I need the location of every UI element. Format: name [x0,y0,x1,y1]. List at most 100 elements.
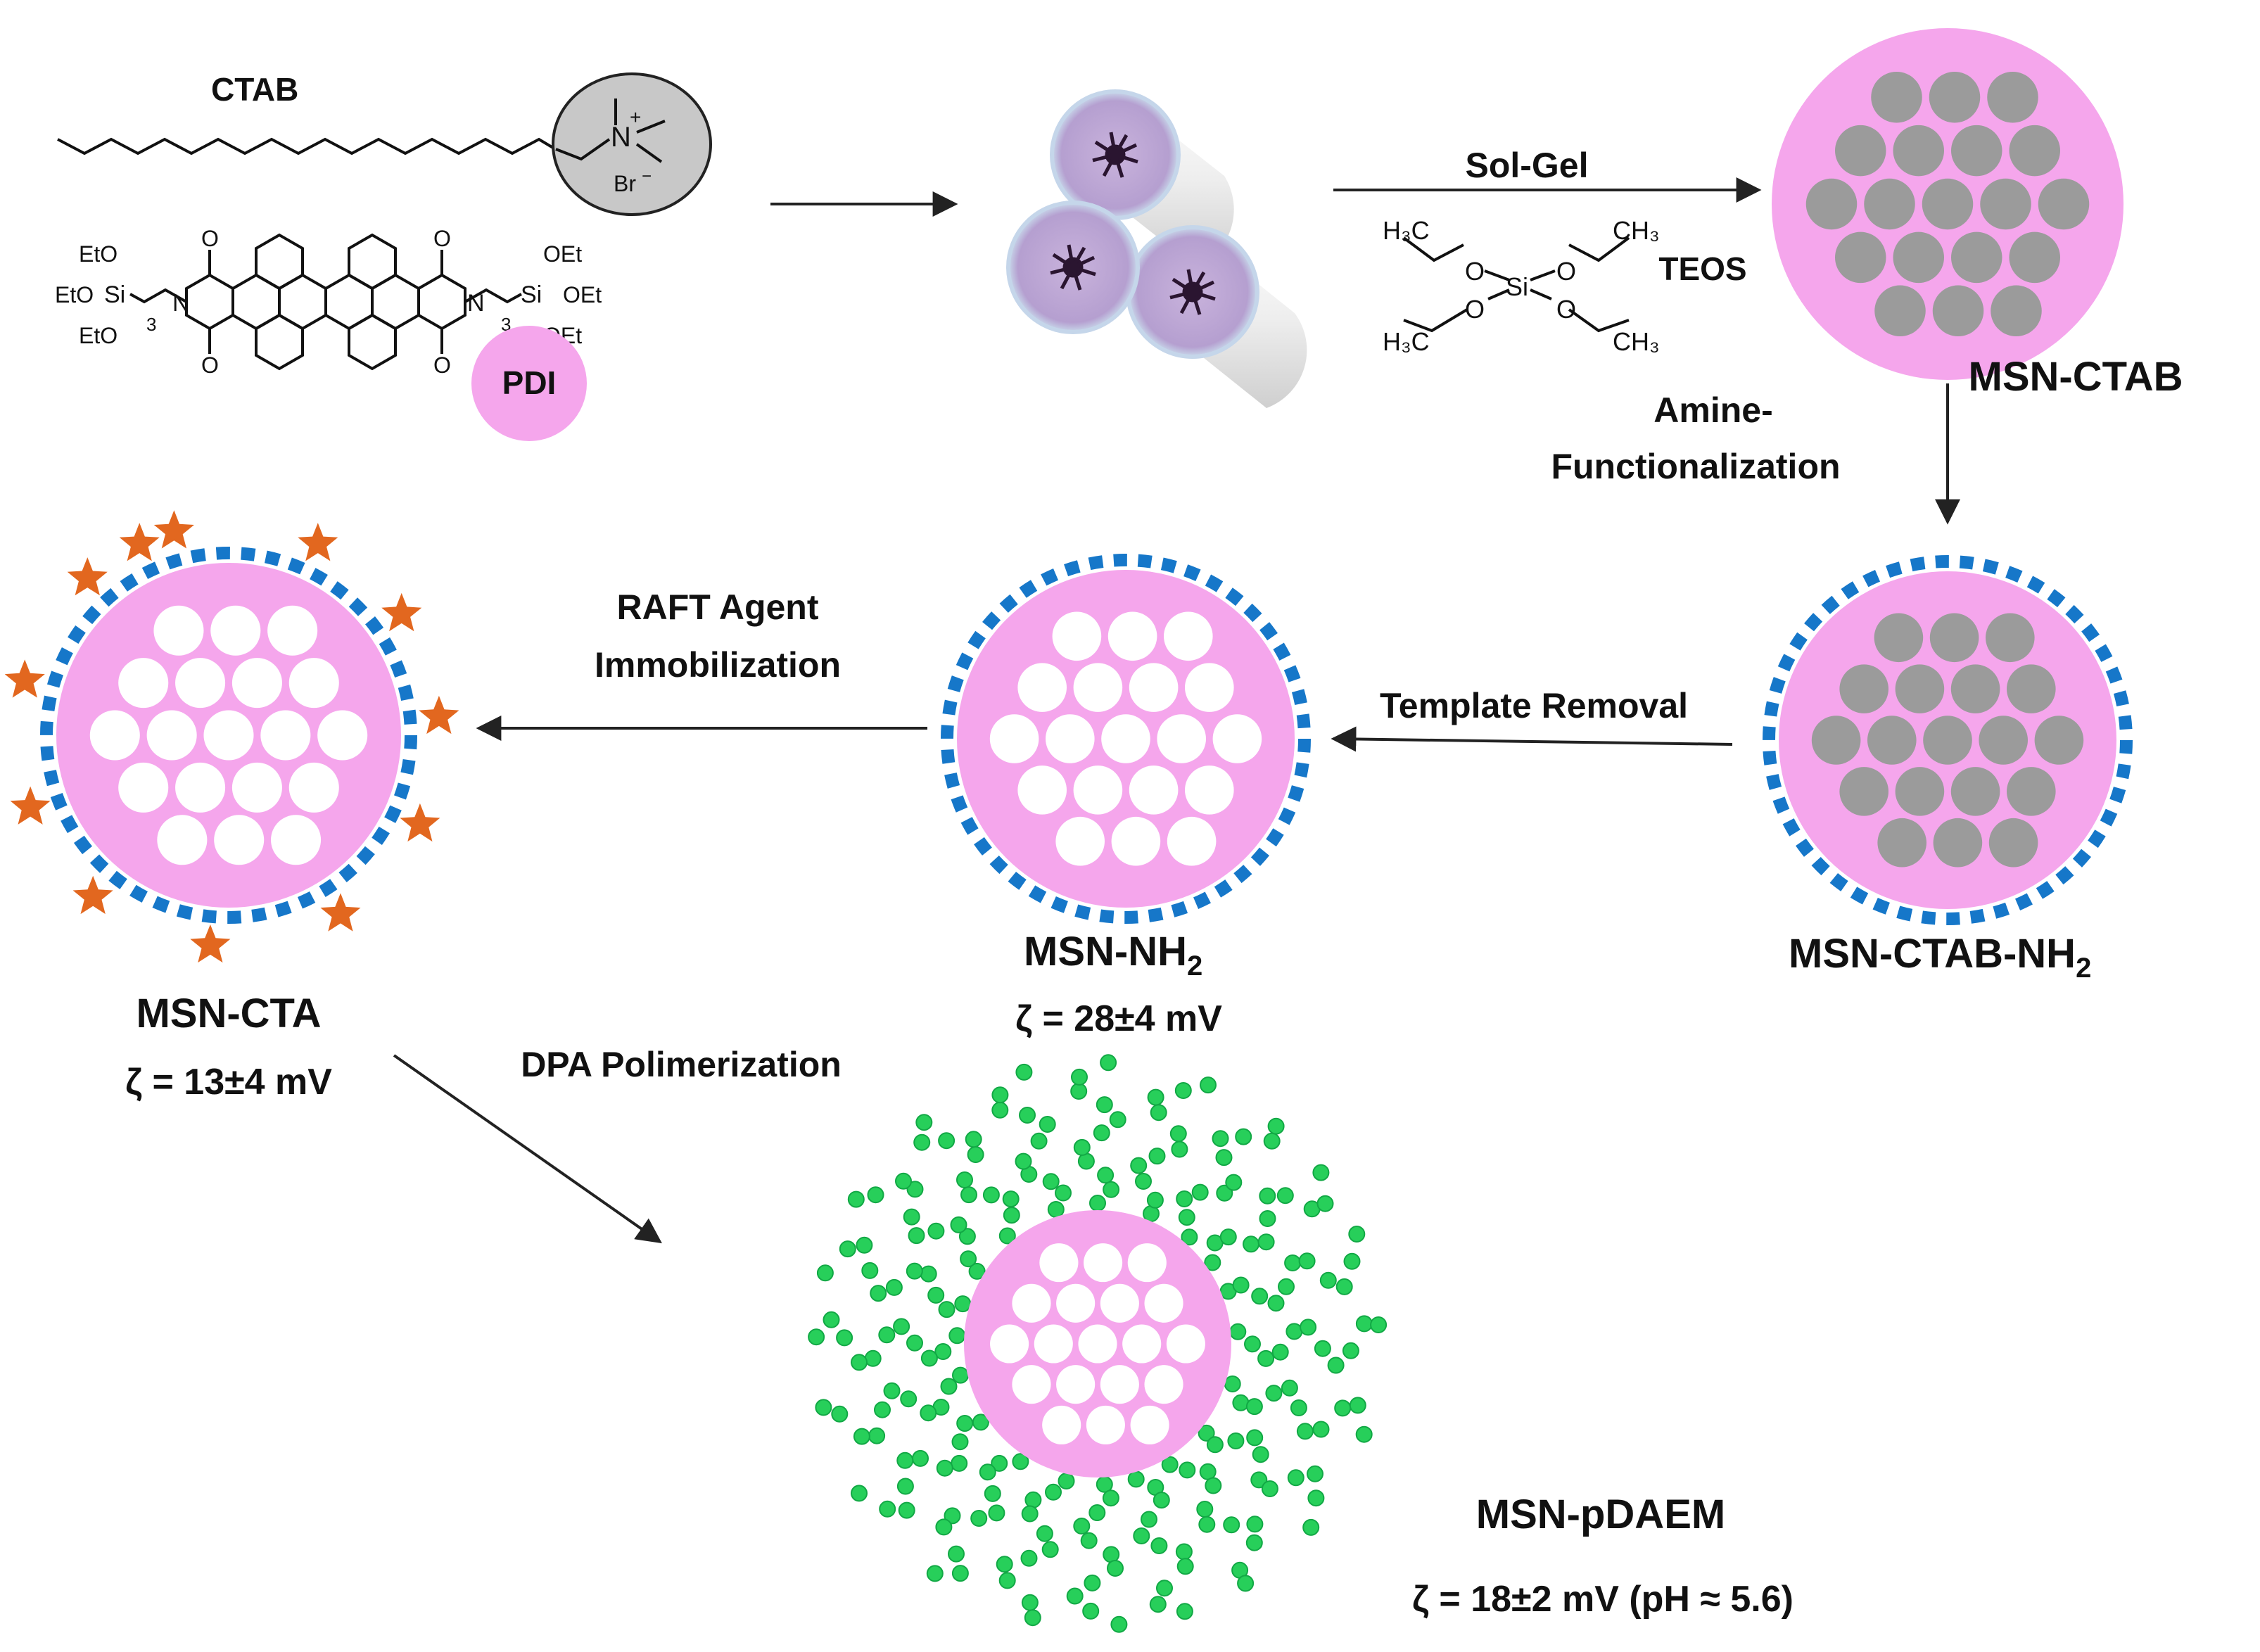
polymer-bead [967,1146,984,1163]
pore [1042,1405,1081,1444]
cta-star [419,695,459,735]
msn-cta-zeta: ζ = 13±4 mV [125,1062,332,1103]
pore [2009,125,2060,177]
polymer-bead [1077,1152,1095,1170]
polymer-bead [1024,1491,1042,1508]
pore [146,710,197,761]
polymer-bead [1300,1319,1317,1336]
polymer-bead [1089,1195,1106,1212]
pore [118,658,169,709]
pore [1991,285,2042,337]
pore [1988,818,2038,868]
pdi-carbonyl-o: O [433,226,451,251]
ammonium-charge: + [630,106,641,128]
polymer-bead [815,1399,832,1416]
polymer-bead [927,1222,945,1240]
pore [2038,178,2090,230]
polymer-bead [868,1427,886,1444]
polymer-bead [816,1264,834,1282]
step-raft-1: RAFT Agent [617,587,819,627]
pore [231,658,282,709]
teos-methyl: CH₃ [1613,327,1660,356]
cta-star [298,523,338,561]
polymer-bead [1232,1276,1250,1294]
polymer-bead [851,1354,868,1371]
polymer-bead [903,1208,920,1226]
pore [1084,1243,1123,1283]
pdi-carbonyl-o: O [201,226,219,251]
pore [203,710,254,761]
polymer-chain [926,1453,1029,1582]
polymer-bead [1335,1278,1353,1295]
pdi-atom-labels: N N O O O O Si Si 3 3 EtO EtO EtO OEt OE… [55,226,602,378]
pore [1932,285,1984,337]
polymer-chain [1219,1226,1366,1312]
teos-label: TEOS [1658,250,1746,287]
pore [1122,1324,1162,1364]
polymer-bead [1298,1252,1316,1270]
polymer-bead [1287,1469,1304,1487]
polymer-bead [979,1463,996,1481]
polymer-bead [1103,1181,1120,1198]
pore [1129,765,1179,815]
polymer-bead [1312,1421,1330,1438]
polymer-bead [1012,1453,1029,1470]
pore [2034,716,2084,765]
polymer-bead [1141,1511,1157,1528]
polymer-chain [1229,1315,1388,1374]
cta-star [320,893,361,932]
pdi-silicon-left: Si [104,281,125,308]
pore [1073,663,1123,712]
polymer-bead [1036,1525,1053,1542]
pore [271,815,322,865]
pore [1923,716,1972,765]
polymer-bead [1082,1602,1100,1620]
polymer-bead [1225,1174,1243,1191]
polymer-bead [1261,1480,1278,1497]
pore [1893,231,1944,284]
polymer-bead [1148,1148,1166,1165]
polymer-chain [913,1114,1020,1245]
ctab-headgroup [552,72,712,216]
polymer-bead [1024,1609,1041,1627]
polymer-bead [938,1301,956,1319]
polymer-bead [1276,1187,1294,1205]
pore [2007,664,2056,713]
teos-methyl: H₃C [1383,327,1430,356]
polymer-bead [913,1133,931,1151]
polymer-bead [996,1556,1013,1573]
step-amine-2: Functionalization [1551,447,1840,486]
polymer-bead [1237,1575,1255,1592]
polymer-bead [1093,1124,1110,1142]
ammonium-nitrogen: N [611,122,631,153]
polymer-bead [1030,1132,1048,1150]
teos-methyl: CH₃ [1613,216,1660,245]
polymer-bead [970,1510,988,1527]
pore [1012,1283,1051,1323]
pore [118,762,169,813]
polymer-bead [988,1504,1005,1522]
msn-pdaem-particle [808,1054,1388,1633]
polymer-bead [851,1485,868,1502]
pore [267,605,318,656]
polymer-bead [1100,1054,1117,1072]
polymer-bead [1127,1470,1145,1488]
pore [1046,714,1095,763]
pdi-linker-count: 3 [146,314,156,335]
amine-shell [941,554,1311,924]
step-amine-1: Amine- [1653,390,1772,430]
pore [1867,716,1917,765]
pore [1017,765,1067,815]
polymer-bead [1196,1501,1214,1518]
msn-nh2-name: MSN-NH [1024,929,1187,974]
polymer-bead [1161,1456,1179,1473]
polymer-bead [1073,1518,1091,1535]
msn-cta-particle [4,510,459,963]
polymer-bead [1355,1425,1373,1443]
bromide-charge: − [642,167,652,186]
polymer-bead [951,1454,968,1472]
polymer-bead [948,1327,966,1345]
polymer-bead [1176,1190,1193,1207]
polymer-bead [1055,1184,1072,1202]
msn-cta-label: MSN-CTA [136,991,321,1036]
